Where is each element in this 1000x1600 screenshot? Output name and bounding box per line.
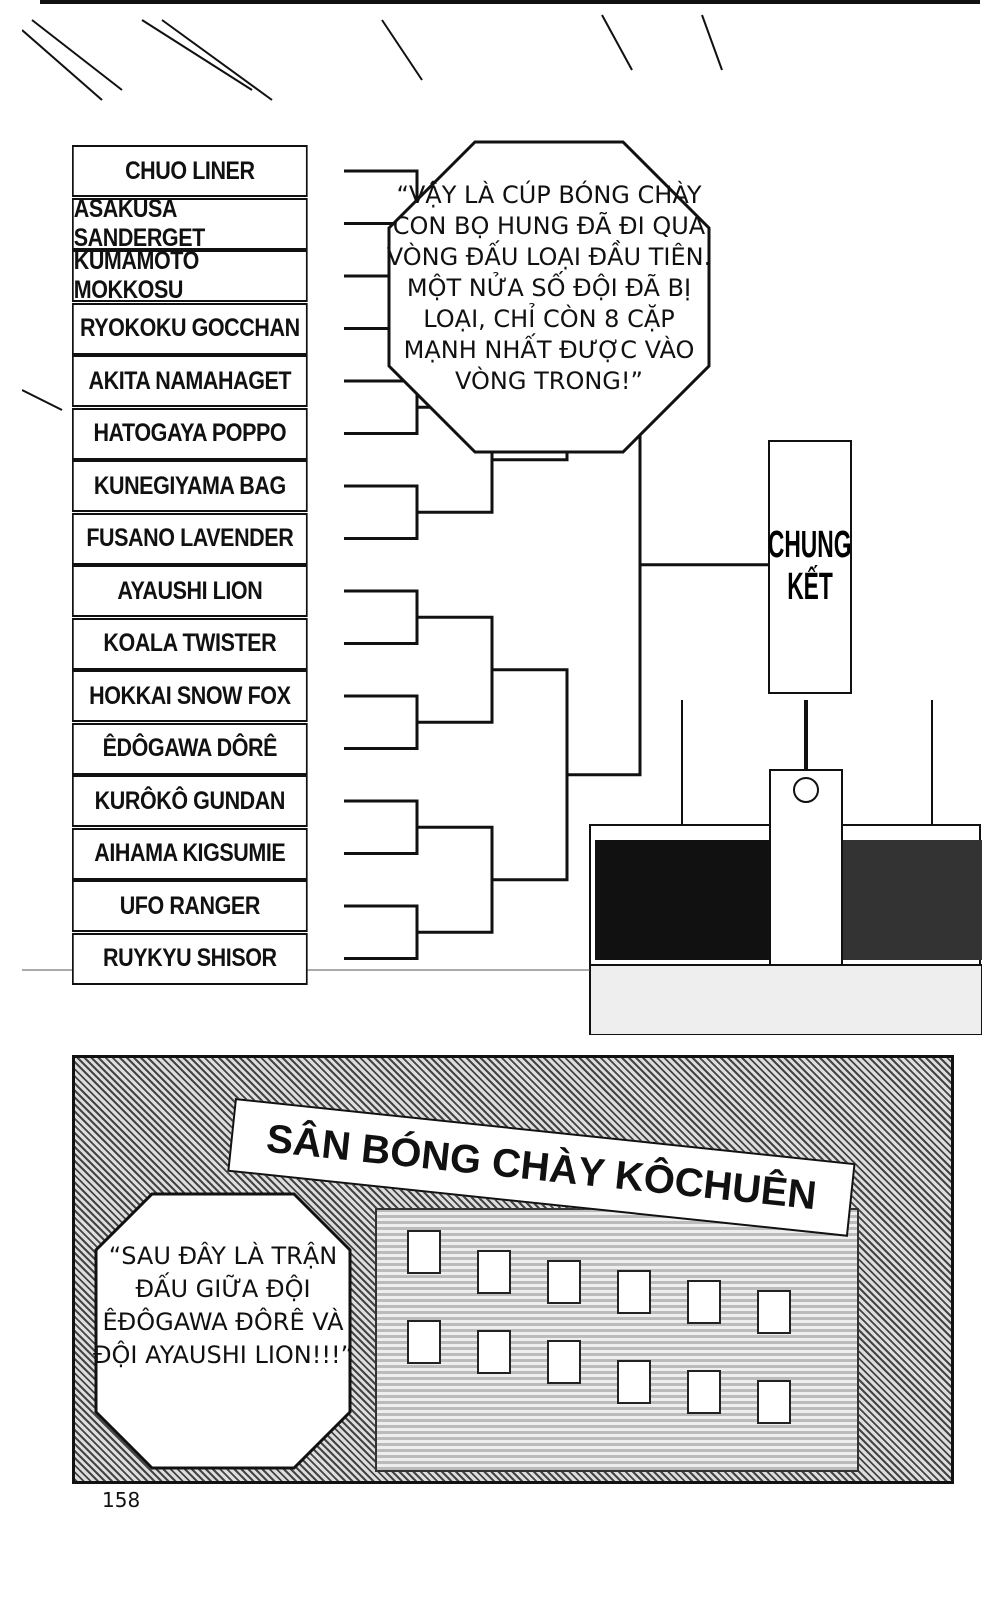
- team-box: UFO RANGER: [72, 880, 308, 932]
- speech-text-2: “SAU ĐÂY LÀ TRẬN ĐẤU GIỮA ĐỘI ÊĐÔGAWA ĐÔ…: [92, 1242, 354, 1369]
- bracket-line: [344, 799, 419, 855]
- final-sign: CHUNG KẾT: [768, 440, 852, 694]
- team-box: KUNEGIYAMA BAG: [72, 460, 308, 512]
- team-box: RYOKOKU GOCCHAN: [72, 302, 308, 355]
- bracket-line: [492, 668, 569, 882]
- team-box: AYAUSHI LION: [72, 565, 308, 617]
- page-number: 158: [102, 1488, 141, 1512]
- bracket-line: [417, 825, 494, 934]
- team-box: HATOGAYA POPPO: [72, 407, 308, 460]
- speech-bubble-announcer: “VẬY LÀ CÚP BÓNG CHÀY CON BỌ HUNG ĐÃ ĐI …: [385, 138, 713, 456]
- speed-lines: [22, 14, 723, 411]
- bracket-line: [344, 904, 419, 960]
- speech-text-1: “VẬY LÀ CÚP BÓNG CHÀY CON BỌ HUNG ĐÃ ĐI …: [386, 181, 712, 395]
- final-sign-line-1: CHUNG: [768, 524, 852, 567]
- team-box: KUMAMOTO MOKKOSU: [72, 247, 308, 304]
- scoreboard: [22, 700, 982, 1035]
- team-box: FUSANO LAVENDER: [72, 512, 308, 565]
- team-box: ASAKUSA SANDERGET: [72, 195, 308, 252]
- team-box: CHUO LINER: [72, 145, 308, 197]
- top-border: [40, 0, 980, 4]
- bracket-line: [344, 484, 419, 540]
- bracket-line: [344, 589, 419, 645]
- team-box: HOKKAI SNOW FOX: [72, 670, 308, 722]
- team-box: ÊDÔGAWA DÔRÊ: [72, 722, 308, 775]
- team-box: AIHAMA KIGSUMIE: [72, 827, 308, 880]
- team-box: KURÔKÔ GUNDAN: [72, 775, 308, 827]
- bracket-line: [344, 694, 419, 750]
- speech-bubble-match: “SAU ĐÂY LÀ TRẬN ĐẤU GIỮA ĐỘI ÊĐÔGAWA ĐÔ…: [92, 1190, 354, 1472]
- team-box: AKITA NAMAHAGET: [72, 355, 308, 407]
- team-box: KOALA TWISTER: [72, 617, 308, 670]
- final-sign-line-2: KẾT: [787, 566, 833, 608]
- team-box: RUYKYU SHISOR: [72, 932, 308, 985]
- stadium-building: [375, 1208, 859, 1472]
- bracket-line: [417, 615, 494, 724]
